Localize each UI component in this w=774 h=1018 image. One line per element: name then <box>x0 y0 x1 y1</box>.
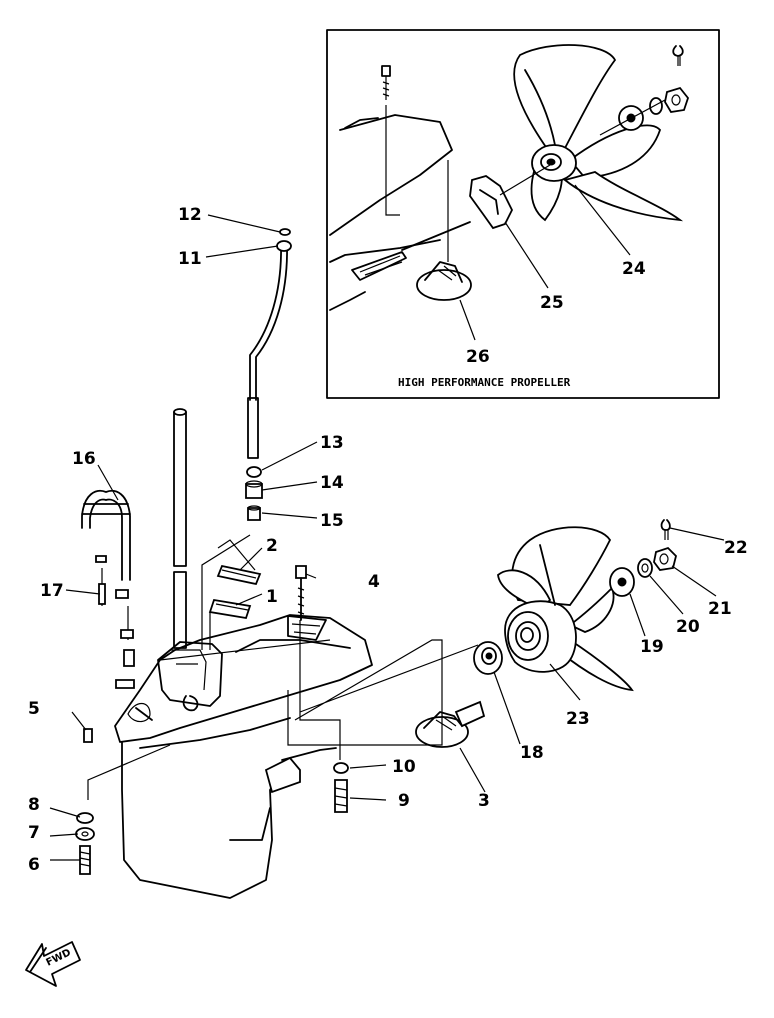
callout-11: 11 <box>178 249 202 269</box>
lower-case <box>114 614 373 899</box>
dowel-pin <box>83 728 93 743</box>
callout-9: 9 <box>398 791 410 811</box>
inset-washer <box>649 97 663 115</box>
callout-1: 1 <box>266 587 278 607</box>
callout-21: 21 <box>708 599 732 619</box>
leader-26 <box>459 299 476 341</box>
inset-frame <box>326 29 720 399</box>
bolt-9 <box>334 779 348 813</box>
leader-lines <box>49 214 725 861</box>
inset-anode <box>416 160 472 301</box>
washer <box>637 558 653 578</box>
callout-3: 3 <box>478 791 490 811</box>
inset-propeller <box>513 44 684 222</box>
anode-3 <box>415 700 486 748</box>
callout-17: 17 <box>40 581 64 601</box>
callout-7: 7 <box>28 823 40 843</box>
leader-25 <box>504 221 549 289</box>
trim-tab-anode-upper <box>216 564 262 586</box>
shift-rod <box>247 244 288 459</box>
callout-24: 24 <box>622 259 646 279</box>
trim-tab-anode-lower <box>208 598 252 620</box>
callout-26: 26 <box>466 347 490 367</box>
callout-15: 15 <box>320 511 344 531</box>
propeller <box>497 526 634 692</box>
inset-shaft-axis <box>499 99 666 196</box>
cotter-pin <box>660 519 671 540</box>
fwd-arrow: FWD <box>25 941 81 987</box>
inset-lower-case <box>329 114 471 311</box>
assembly-lines <box>87 534 479 800</box>
inset-nut <box>664 86 690 113</box>
inset-bolt <box>381 65 400 216</box>
callout-13: 13 <box>320 433 344 453</box>
callout-8: 8 <box>28 795 40 815</box>
high-performance-propeller-inset: 24 25 26 HIGH PERFORMANCE PROPELLER <box>326 29 720 399</box>
callout-20: 20 <box>676 617 700 637</box>
callout-6: 6 <box>28 855 40 875</box>
bolt-4 <box>295 565 307 621</box>
callout-2: 2 <box>266 536 278 556</box>
callout-14: 14 <box>320 473 344 493</box>
callout-5: 5 <box>28 699 40 719</box>
bolt-6 <box>79 845 91 875</box>
inset-caption: HIGH PERFORMANCE PROPELLER <box>398 376 571 389</box>
collar <box>245 480 263 499</box>
shift-rod-washer <box>279 228 291 236</box>
drive-shaft <box>173 408 187 649</box>
oring <box>246 466 262 478</box>
inset-thrust-washer <box>469 175 514 230</box>
washer-7 <box>75 827 95 841</box>
lower-unit-assembly: 1 2 3 4 5 6 7 8 9 10 11 12 13 14 15 16 1… <box>28 205 748 899</box>
leader-24 <box>574 184 631 256</box>
washer-10 <box>333 762 349 774</box>
propeller-nut <box>653 546 677 571</box>
callout-16: 16 <box>72 449 96 469</box>
bushing <box>247 505 261 521</box>
callout-12: 12 <box>178 205 202 225</box>
callout-18: 18 <box>520 743 544 763</box>
shift-rod-grommet <box>276 240 292 252</box>
callout-22: 22 <box>724 538 748 558</box>
callout-4: 4 <box>368 572 380 592</box>
washer-8 <box>76 812 94 824</box>
water-tube-seal <box>81 490 131 581</box>
spacer <box>609 567 635 597</box>
anode-link <box>209 539 256 650</box>
callout-23: 23 <box>566 709 590 729</box>
thrust-washer <box>473 641 503 675</box>
clip-screws <box>95 555 135 689</box>
callout-10: 10 <box>392 757 416 777</box>
callout-25: 25 <box>540 293 564 313</box>
callout-19: 19 <box>640 637 664 657</box>
inset-cotter-pin <box>672 45 684 66</box>
